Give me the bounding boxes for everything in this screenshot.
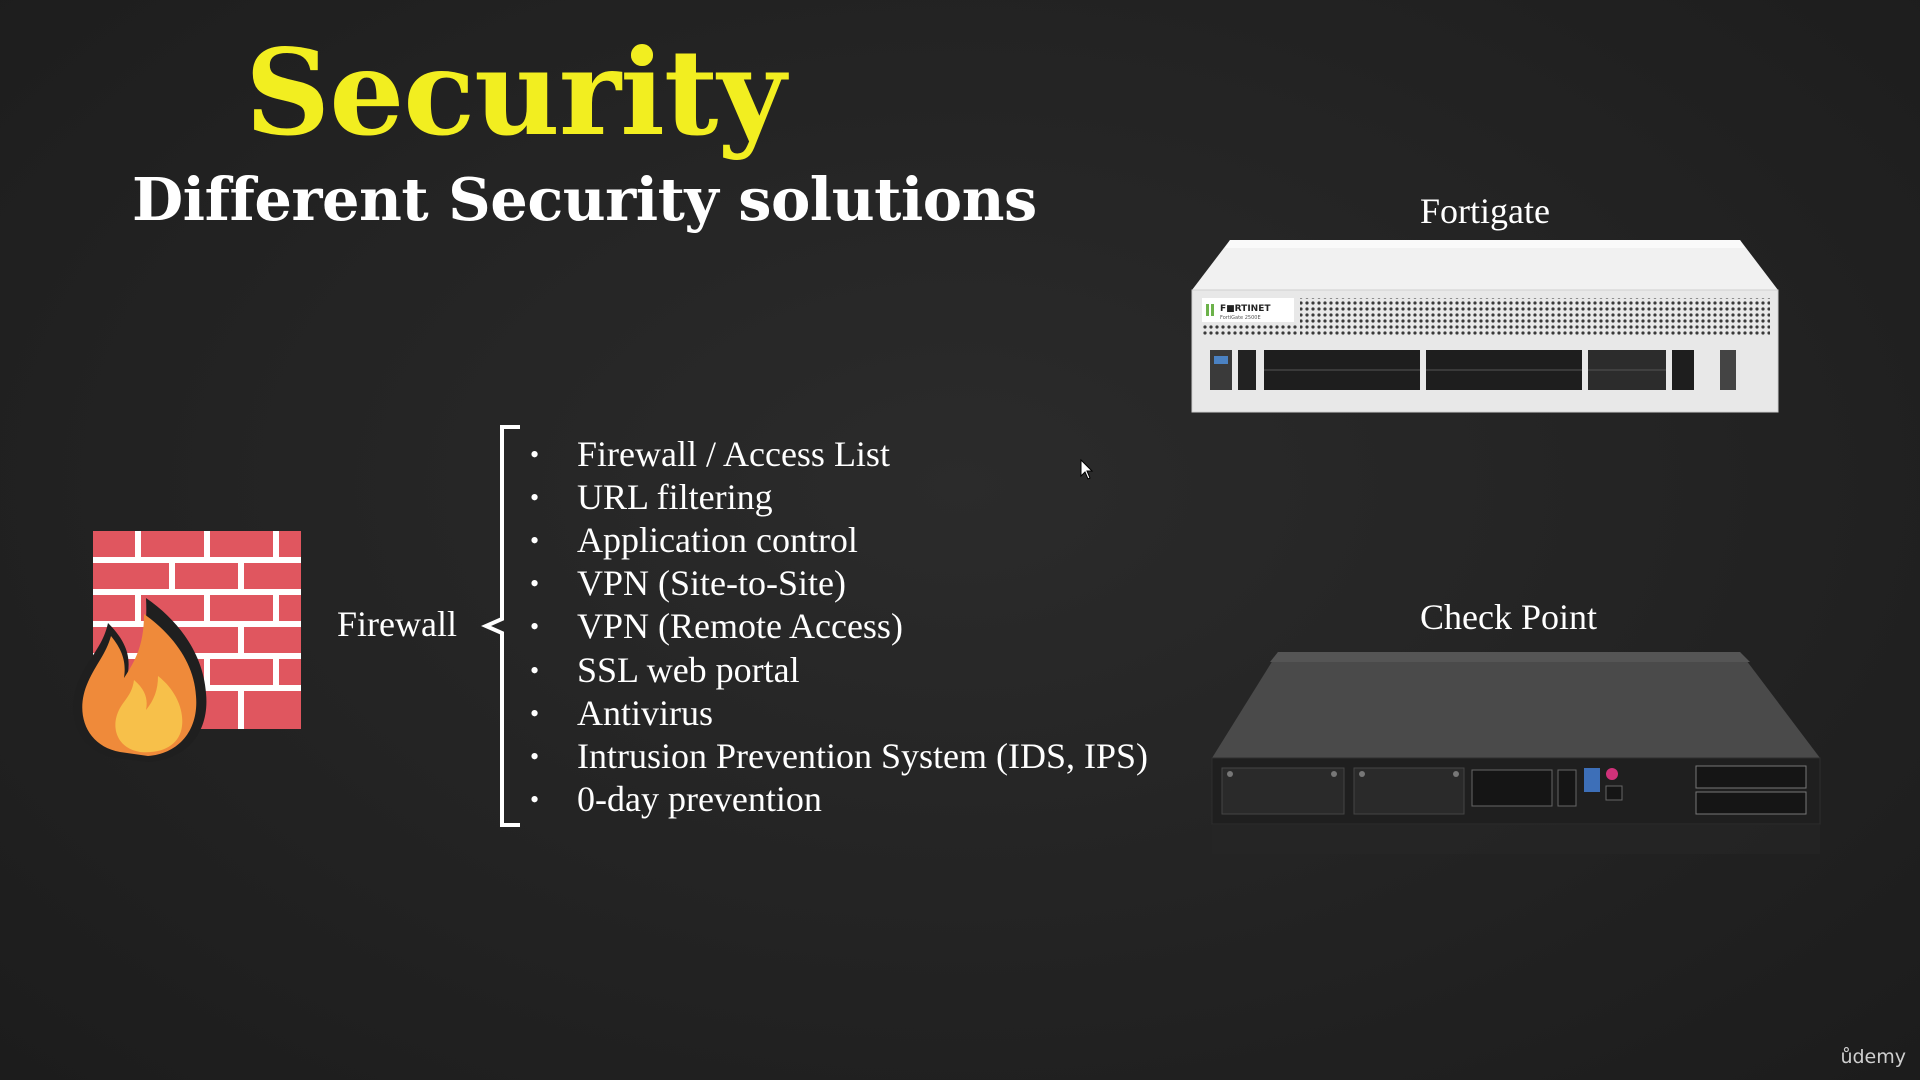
bullet-icon: •	[530, 612, 540, 642]
udemy-watermark: ůdemy	[1840, 1046, 1906, 1068]
bullet-icon: •	[530, 526, 540, 556]
bullet-icon: •	[530, 483, 540, 513]
bullet-icon: •	[530, 440, 540, 470]
feature-label: Intrusion Prevention System (IDS, IPS)	[577, 735, 1148, 776]
list-item: • SSL web portal	[530, 648, 1148, 691]
bullet-icon: •	[530, 655, 540, 685]
list-item: • Intrusion Prevention System (IDS, IPS)	[530, 735, 1148, 778]
fortigate-device-image: F■RTINET FortiGate 2500E	[1191, 240, 1779, 413]
feature-label: 0-day prevention	[577, 778, 822, 819]
firewall-label: Firewall	[337, 604, 457, 644]
list-item: • 0-day prevention	[530, 778, 1148, 821]
flame-icon	[73, 598, 207, 762]
feature-label: SSL web portal	[577, 649, 800, 690]
fortigate-label: Fortigate	[1420, 191, 1550, 231]
feature-label: Antivirus	[577, 692, 714, 733]
feature-label: Application control	[577, 520, 858, 561]
bullet-icon: •	[530, 569, 540, 599]
feature-label: VPN (Remote Access)	[577, 606, 903, 647]
fortigate-model-text: FortiGate 2500E	[1220, 315, 1261, 321]
feature-list: • Firewall / Access List • URL filtering •…	[530, 433, 1148, 821]
list-item: • URL filtering	[530, 476, 1148, 519]
list-item: • Application control	[530, 519, 1148, 562]
list-item: • Firewall / Access List	[530, 433, 1148, 476]
brace-icon	[481, 425, 520, 827]
firewall-brick-icon	[73, 531, 301, 762]
mouse-cursor-icon	[1080, 459, 1094, 480]
checkpoint-device-image	[1211, 652, 1821, 854]
list-item: • VPN (Remote Access)	[530, 605, 1148, 648]
bullet-icon: •	[530, 784, 540, 814]
feature-label: URL filtering	[577, 477, 773, 518]
list-item: • VPN (Site-to-Site)	[530, 562, 1148, 605]
list-item: • Antivirus	[530, 692, 1148, 735]
bullet-icon: •	[530, 698, 540, 728]
slide-subtitle: Different Security solutions	[132, 165, 1037, 234]
fortinet-logo-text: F■RTINET	[1220, 304, 1271, 314]
feature-label: Firewall / Access List	[577, 434, 890, 475]
checkpoint-label: Check Point	[1420, 597, 1597, 637]
bullet-icon: •	[530, 741, 540, 771]
feature-label: VPN (Site-to-Site)	[577, 563, 846, 604]
slide-title: Security	[245, 23, 786, 162]
